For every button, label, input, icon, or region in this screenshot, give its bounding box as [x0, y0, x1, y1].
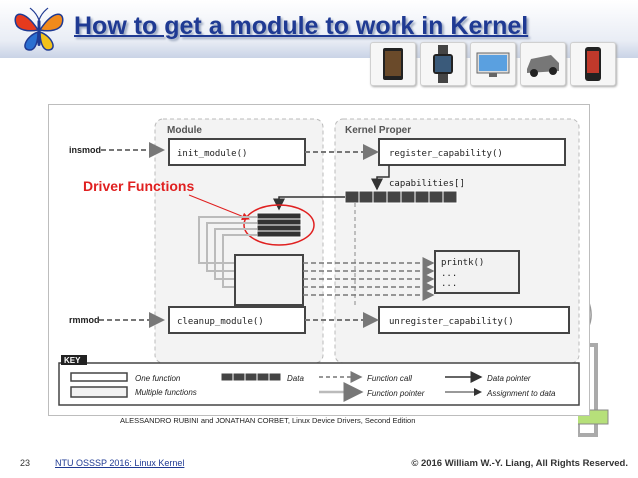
copyright-notice: © 2016 William W.-Y. Liang, All Rights R…: [411, 458, 628, 469]
capabilities-array: [344, 190, 458, 204]
legend-one-function-swatch: [70, 372, 128, 382]
init-module-label: init_module(): [177, 149, 247, 159]
highlight-circle: [243, 204, 315, 246]
module-label: Module: [167, 125, 202, 136]
printk-label: printk(): [441, 258, 484, 268]
legend-data-pointer: Data pointer: [487, 374, 531, 383]
tablet-icon: [370, 42, 416, 86]
phone-icon: [570, 42, 616, 86]
legend-data-swatch: [220, 372, 282, 382]
diagram-canvas: Module Kernel Proper insmod rmmod init_m…: [58, 118, 580, 406]
figure-caption: ALESSANDRO RUBINI and JONATHAN CORBET, L…: [120, 416, 416, 425]
annotation-arrow: [188, 194, 250, 221]
car-icon: [520, 42, 566, 86]
legend: KEY One function Multiple functions Data…: [58, 355, 580, 406]
legend-function-call: Function call: [367, 374, 412, 383]
course-link[interactable]: NTU OSSSP 2016: Linux Kernel: [55, 458, 185, 468]
cleanup-module-box: [168, 306, 306, 334]
init-module-box: [168, 138, 306, 166]
butterfly-logo-icon: [14, 7, 64, 51]
driver-functions-block: [234, 254, 304, 306]
kernel-label: Kernel Proper: [345, 125, 411, 136]
legend-function-pointer: Function pointer: [367, 389, 425, 398]
function-pointer-lines: [198, 216, 257, 288]
legend-one-function: One function: [135, 374, 181, 383]
module-kernel-diagram: Module Kernel Proper insmod rmmod init_m…: [48, 104, 590, 416]
legend-multiple-functions: Multiple functions: [135, 388, 197, 397]
legend-title: KEY: [64, 356, 81, 365]
register-capability-box: [378, 138, 566, 166]
cleanup-module-label: cleanup_module(): [177, 317, 264, 327]
tv-icon: [470, 42, 516, 86]
unregister-capability-label: unregister_capability(): [389, 317, 514, 327]
driver-functions-annotation: Driver Functions: [83, 178, 194, 194]
kernel-call-arrows: [303, 257, 435, 301]
slide-title: How to get a module to work in Kernel: [74, 12, 529, 40]
legend-data: Data: [287, 374, 304, 383]
legend-assignment-to-data: Assignment to data: [486, 389, 556, 398]
printk-box: [434, 250, 520, 294]
register-capability-label: register_capability(): [389, 149, 503, 159]
insmod-label: insmod: [69, 145, 101, 155]
kernel-region: [334, 118, 580, 364]
rmmod-label: rmmod: [69, 315, 100, 325]
function-pointer-table: [256, 212, 302, 238]
capabilities-label: capabilities[]: [389, 179, 465, 189]
printk-dots-2: ...: [441, 279, 457, 289]
page-number: 23: [20, 458, 31, 468]
smartwatch-icon: [420, 42, 466, 86]
assignment-arrow: [371, 165, 390, 191]
unregister-capability-box: [378, 306, 570, 334]
printk-dots-1: ...: [441, 269, 457, 279]
legend-multiple-functions-swatch: [70, 386, 128, 398]
